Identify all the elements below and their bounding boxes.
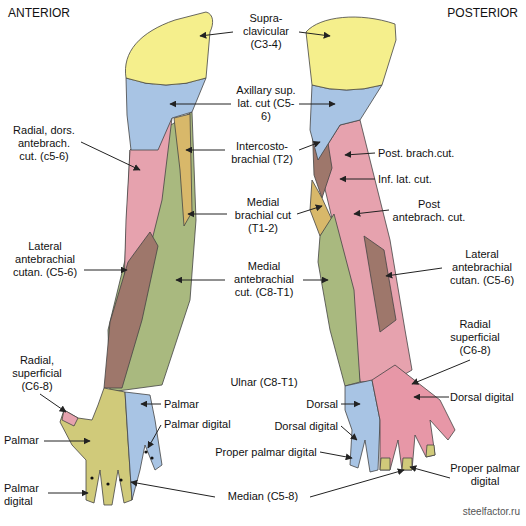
radial-thumb-area: [62, 410, 78, 426]
nerve-label: Dorsal: [298, 398, 338, 411]
nerve-label: Palmar: [4, 434, 44, 447]
nerve-label: Lateral antebrachial cutan. (C5-6): [444, 248, 520, 287]
lateral-antebrachial-area: [364, 236, 396, 332]
supraclavicular-area: [125, 12, 212, 85]
nerve-label: Palmar digital: [4, 482, 48, 508]
nerve-label: Radial, superficial (C6-8): [4, 354, 70, 393]
nerve-label: Medial antebrachial cut. (C8-T1): [228, 260, 300, 299]
supraclavicular-area: [306, 17, 396, 90]
medial-antebrachial-area: [318, 214, 360, 386]
nerve-label: Post. brach.cut.: [378, 147, 488, 160]
nerve-label: Ulnar (C8-T1): [220, 376, 308, 389]
nerve-label: Proper palmar digital: [212, 446, 320, 459]
view-heading: POSTERIOR: [426, 6, 518, 20]
nerve-label: Post antebrach. cut.: [392, 198, 466, 224]
nerve-label: Radial superficial (C6-8): [440, 318, 510, 357]
view-heading: ANTERIOR: [8, 6, 100, 20]
nerve-label: Axillary sup. lat. cut (C5-6): [234, 84, 298, 123]
nerve-label: Palmar digital: [164, 418, 244, 431]
nerve-label: Median (C5-8): [216, 490, 310, 503]
radial-dorsal-hand-area: [372, 365, 455, 470]
nerve-label: Proper palmar digital: [448, 462, 522, 488]
nerve-label: Inf. lat. cut.: [378, 173, 478, 186]
nerve-label: Radial, dors. antebrach. cut. (c5-6): [8, 124, 80, 163]
nerve-label: Dorsal digital: [258, 420, 338, 433]
nerve-label: Supra- clavicular (C3-4): [236, 12, 296, 51]
finger-dots: [90, 450, 153, 485]
median-fingertip: [426, 445, 435, 457]
nerve-label: Medial brachial cut (T1-2): [230, 196, 296, 235]
watermark: steelfactor.ru: [430, 506, 520, 518]
median-fingertip: [380, 458, 390, 470]
nerve-label: Dorsal digital: [450, 391, 522, 404]
leader-lines: [40, 32, 470, 497]
axillary-area: [126, 78, 206, 150]
medial-brachial-area: [174, 114, 192, 226]
nerve-label: Intercosto- brachial (T2): [227, 140, 297, 166]
nerve-label: Palmar: [164, 398, 212, 411]
nerve-label: Lateral antebrachial cutan. (C5-6): [8, 240, 82, 279]
median-palm-area: [60, 388, 132, 505]
lateral-antebrachial-area: [104, 232, 158, 388]
median-fingertip: [402, 458, 412, 470]
axillary-area: [310, 85, 382, 160]
